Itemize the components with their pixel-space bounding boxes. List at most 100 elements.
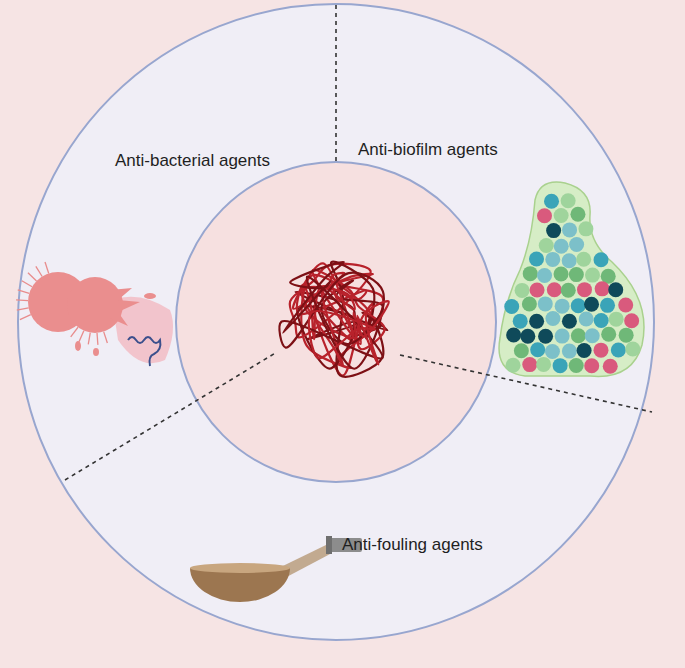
pilus — [28, 273, 37, 281]
bacterial-cell — [585, 268, 600, 283]
bacterial-cell — [544, 194, 559, 209]
bacterial-cell — [539, 238, 554, 253]
bacterial-cell — [593, 343, 608, 358]
pilus — [16, 299, 28, 301]
droplet — [93, 348, 99, 356]
bacterial-cell — [594, 313, 609, 328]
bacterial-cell — [594, 252, 609, 267]
bacterial-cell — [547, 282, 562, 297]
bacterial-cell — [609, 312, 624, 327]
pipe-flange — [326, 536, 332, 554]
bacterial-cell — [546, 223, 561, 238]
polymer-tangle — [279, 262, 388, 377]
bacterial-cell — [571, 298, 586, 313]
bacterial-cell — [554, 266, 569, 281]
bacterial-cell — [569, 267, 584, 282]
divider-line — [335, 5, 337, 162]
bacterial-cell — [522, 296, 537, 311]
pilus — [88, 333, 90, 345]
pilus — [17, 308, 29, 310]
outer-ring — [18, 4, 654, 640]
bacterial-cell — [600, 298, 615, 313]
bacterial-cell — [506, 358, 521, 373]
bacterial-cell — [530, 342, 545, 357]
inner-circle — [176, 162, 496, 482]
bacterial-cell — [562, 314, 577, 329]
sector-label: Anti-fouling agents — [342, 535, 483, 555]
bacterial-cell — [585, 328, 600, 343]
biofilm — [499, 182, 644, 376]
divider-line — [400, 355, 652, 412]
bacterial-cell — [523, 266, 538, 281]
bacterial-cell — [619, 328, 634, 343]
bacterial-cell — [514, 343, 529, 358]
pilus — [18, 290, 29, 293]
bacterial-cell — [584, 358, 599, 373]
pilus — [71, 327, 78, 337]
bacterial-cell — [577, 282, 592, 297]
bacterial-cell — [595, 281, 610, 296]
bacterial-cell — [530, 283, 545, 298]
bacterial-cell — [553, 358, 568, 373]
bacterial-cell — [618, 297, 633, 312]
bacterial-cell — [562, 344, 577, 359]
pilus — [22, 281, 32, 287]
bacterial-cell — [624, 313, 639, 328]
bacterial-cell — [538, 296, 553, 311]
bacterial-cell — [584, 297, 599, 312]
fouling-illustration — [190, 536, 362, 602]
divider-line — [65, 352, 277, 480]
bacterial-cell — [625, 341, 640, 356]
bacterial-cell — [520, 329, 535, 344]
bacterial-cell — [577, 343, 592, 358]
bacterial-cell — [569, 237, 584, 252]
bacterial-cell — [537, 268, 552, 283]
bacterial-cell — [561, 193, 576, 208]
bacterial-cell — [538, 329, 553, 344]
bacterial-cell — [561, 283, 576, 298]
pilus — [104, 332, 108, 343]
bacterial-cell — [562, 222, 577, 237]
sector-label: Anti-bacterial agents — [115, 151, 270, 171]
lysed-bacterium — [16, 262, 173, 366]
basin-rim — [190, 563, 290, 573]
bacterial-cell — [529, 314, 544, 329]
bacterial-cell — [579, 312, 594, 327]
bacterial-cell — [537, 208, 552, 223]
bacterial-cell — [601, 327, 616, 342]
bacterial-cell — [554, 239, 569, 254]
bacterial-cell — [513, 314, 528, 329]
pilus — [79, 331, 84, 342]
pilus — [45, 262, 49, 273]
cell-rupture — [110, 288, 140, 326]
bacterial-cell — [611, 342, 626, 357]
bacterial-cell — [555, 329, 570, 344]
bacterial-cell — [555, 299, 570, 314]
bacterial-cell — [545, 252, 560, 267]
polymer-strand — [283, 262, 344, 333]
biofilm-cells — [504, 193, 640, 374]
bacterial-cell — [562, 253, 577, 268]
sector-dividers — [65, 5, 652, 480]
bacterial-cell — [576, 252, 591, 267]
polymer-strand — [357, 301, 388, 364]
bacterial-cell — [608, 282, 623, 297]
droplet — [144, 293, 156, 299]
bacterial-cell — [554, 208, 569, 223]
bacterial-cell — [506, 327, 521, 342]
bacterial-cell — [504, 299, 519, 314]
sector-label: Anti-biofilm agents — [358, 140, 498, 160]
droplet — [75, 341, 81, 351]
bacterial-cell — [571, 328, 586, 343]
bacterial-cell — [569, 358, 584, 373]
polymer-strand — [309, 311, 375, 358]
bacterial-cell — [529, 251, 544, 266]
pilus — [96, 333, 98, 345]
bacterial-cell — [570, 207, 585, 222]
bacterial-cell — [578, 221, 593, 236]
dna-strand — [128, 337, 160, 366]
biofilm-matrix — [499, 182, 644, 376]
bacterial-cell — [545, 344, 560, 359]
